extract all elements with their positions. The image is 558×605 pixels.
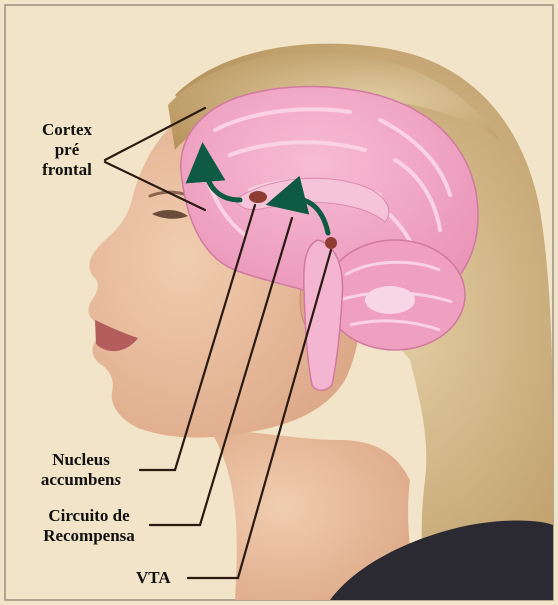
label-cortex-line3: frontal (22, 160, 112, 180)
label-circuito-line1: Circuito de (20, 506, 158, 526)
label-vta: VTA (136, 568, 171, 588)
label-nucleus-line2-main: accumben (41, 470, 115, 489)
label-cortex-line1: Cortex (22, 120, 112, 140)
label-circuito-line2: Recompensa (20, 526, 158, 546)
label-cortex-line2: pré (22, 140, 112, 160)
label-nucleus-line2-italic: s (115, 470, 122, 489)
label-circuito-de-recompensa: Circuito de Recompensa (20, 506, 158, 546)
label-vta-text: VTA (136, 568, 171, 587)
vta-marker (325, 237, 337, 249)
label-cortex-pre-frontal: Cortex pré frontal (22, 120, 112, 180)
nucleus-accumbens-marker (249, 191, 267, 203)
label-nucleus-line1: Nucleus (22, 450, 140, 470)
label-nucleus-accumbens: Nucleus accumbens (22, 450, 140, 490)
cerebellum-highlight (365, 286, 415, 314)
label-nucleus-line2: accumbens (22, 470, 140, 490)
